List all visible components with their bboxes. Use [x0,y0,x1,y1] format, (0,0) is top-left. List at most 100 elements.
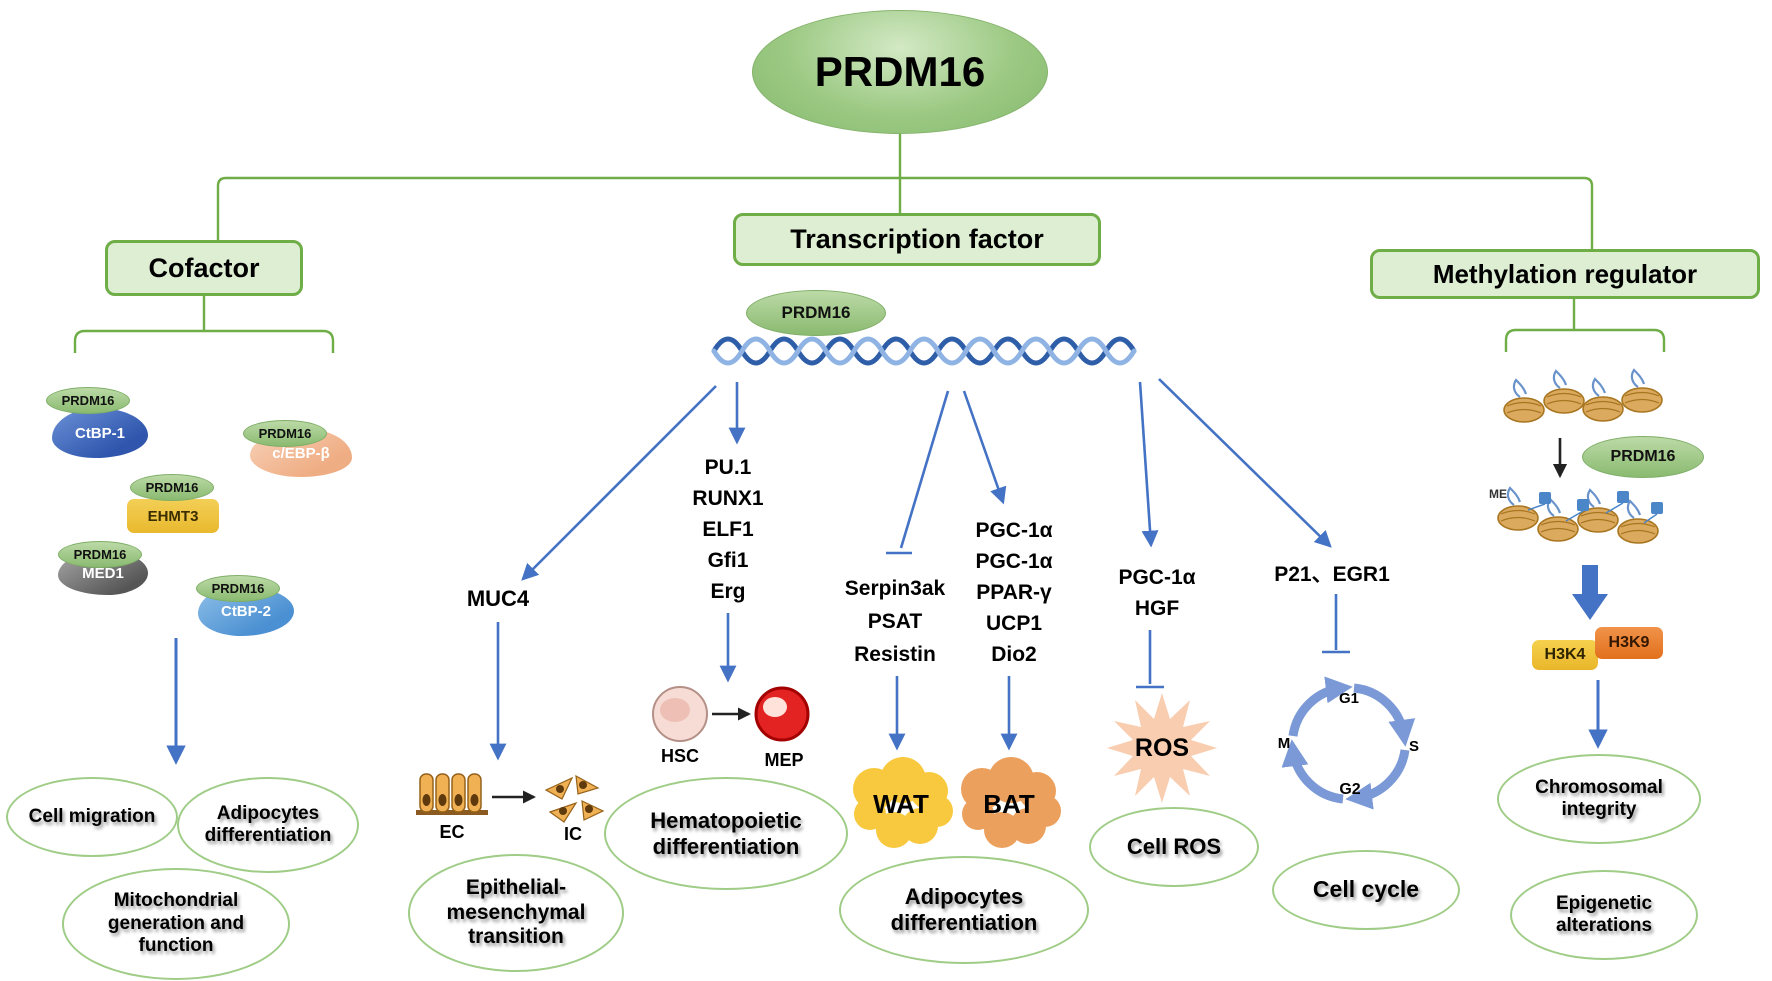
me-mark-label: ME [1481,487,1515,501]
prdm16-tag-label: PRDM16 [258,426,312,441]
outcome-oval-cell-cycle: Cell cycle [1272,850,1460,930]
partner-label: CtBP-1 [74,424,125,442]
outcome-label: Hematopoietic differentiation [650,807,802,859]
hematopoietic-gene-list: PU.1 RUNX1 ELF1 Gfi1 Erg [655,452,801,607]
ic-label: IC [548,824,598,846]
methyl-stem [1643,513,1658,524]
ic-nucleus [559,807,567,815]
ic-cells-icon [544,774,605,823]
h3k9-chip: H3K9 [1595,627,1663,659]
prdm16-tag-ctbp2: PRDM16 [196,575,280,602]
dna-strand-dark [711,336,1137,366]
prdm16-tag-cebpb: PRDM16 [243,420,327,447]
methyl-square [1539,492,1551,504]
gene-item: Erg [710,580,746,603]
root-title: PRDM16 [814,48,986,95]
cycle-phase-s: S [1403,738,1425,756]
cycle-phase-g2: G2 [1334,780,1366,799]
hsc-nucleus [660,698,690,722]
gene-item: Serpin3ak [844,577,946,600]
ec-nucleus [438,794,447,806]
nucleosome-row-upper [1502,368,1664,424]
ec-base [416,810,488,815]
gene-item: PGC-1α [975,550,1053,573]
mark-label: H3K9 [1608,634,1650,651]
p21-egr1-gene-label: P21、EGR1 [1237,562,1427,587]
ic-nucleus [579,781,587,789]
ic-nucleus [585,805,593,813]
partner-label: EHMT3 [147,507,199,525]
nucleosome-icon [1542,369,1586,415]
nucleosome-icon [1620,368,1664,414]
methyl-stem [1605,502,1624,514]
thick-blue-arrow [1572,565,1608,620]
target-text: WAT [873,789,929,819]
prdm16-methylation-tag: PRDM16 [1582,436,1704,478]
phase-text: S [1408,738,1419,755]
methyl-square [1651,502,1663,514]
prdm16-tag-label: PRDM16 [1610,448,1676,465]
cell-text: MEP [764,750,804,770]
methyl-stem [1565,510,1584,522]
outcome-oval-chromosomal: Chromosomal integrity [1497,754,1701,844]
cycle-phase-g1: G1 [1333,690,1365,708]
wat-cloud [853,757,953,848]
nucleosome-icon [1502,378,1546,424]
partner-label: c/EBP-β [272,444,330,462]
cloud-bump [962,798,994,830]
phase-text: G1 [1338,690,1359,707]
inhibit-line-wat-genes [899,390,950,549]
bat-gene-list: PGC-1α PGC-1α PPAR-γ UCP1 Dio2 [944,515,1084,670]
wat-target-label: WAT [861,789,941,820]
prdm16-root-node: PRDM16 [752,10,1048,134]
outcome-label: Epithelial-mesenchymal transition [446,875,586,949]
prdm16-tag-label: PRDM16 [61,393,115,408]
ros-target-label: ROS [1122,733,1202,763]
outcome-oval-mitochondrial: Mitochondrial generation and function [62,868,290,980]
mep-nucleus [763,697,787,717]
hsc-label: HSC [652,746,708,768]
branch-line [216,176,1594,249]
gene-text: P21、EGR1 [1274,563,1390,586]
partner-label: MED1 [82,564,124,582]
gene-item: Gfi1 [707,549,749,572]
nucleosome-row-methylated [1496,486,1660,545]
prdm16-tag-label: PRDM16 [73,547,127,562]
muc4-gene-label: MUC4 [438,586,558,612]
gene-text: MUC4 [466,586,530,611]
outcome-label: Adipocytes differentiation [204,802,332,846]
ros-gene-list: PGC-1α HGF [1097,562,1217,624]
outcome-oval-hematopoietic: Hematopoietic differentiation [604,777,848,890]
mep-label: MEP [756,750,812,772]
outcome-oval-epigenetic: Epigenetic alterations [1510,870,1698,960]
ec-cell [467,773,482,813]
cloud-bump [876,812,912,848]
arrow-to-ros-genes [1138,381,1159,548]
gene-item: PGC-1α [975,519,1053,542]
bat-target-label: BAT [969,789,1049,820]
bracket-span [73,329,335,353]
transcription-branch-label: Transcription factor [790,224,1044,254]
methylation-branch-box: Methylation regulator [1370,249,1760,299]
cycle-arc [1281,739,1344,804]
cell-text: HSC [660,746,699,766]
cloud-bump [984,812,1020,848]
hsc-cell-icon [652,686,708,742]
h3k4-chip: H3K4 [1532,640,1598,670]
gene-item: PSAT [867,610,923,633]
ec-cell [451,773,466,813]
gene-item: PPAR-γ [976,581,1052,604]
arrow-to-p21-genes [1158,378,1332,548]
ic-nucleus [556,785,564,793]
partner-label: CtBP-2 [220,602,271,620]
methylation-bracket [1504,299,1666,352]
bat-cloud [961,757,1061,848]
target-text: ROS [1134,734,1190,762]
gene-item: RUNX1 [692,487,764,510]
mep-cell-icon [754,686,810,742]
dna-helix [711,336,1137,366]
ec-cell [435,773,450,813]
cycle-arc [1353,683,1416,747]
